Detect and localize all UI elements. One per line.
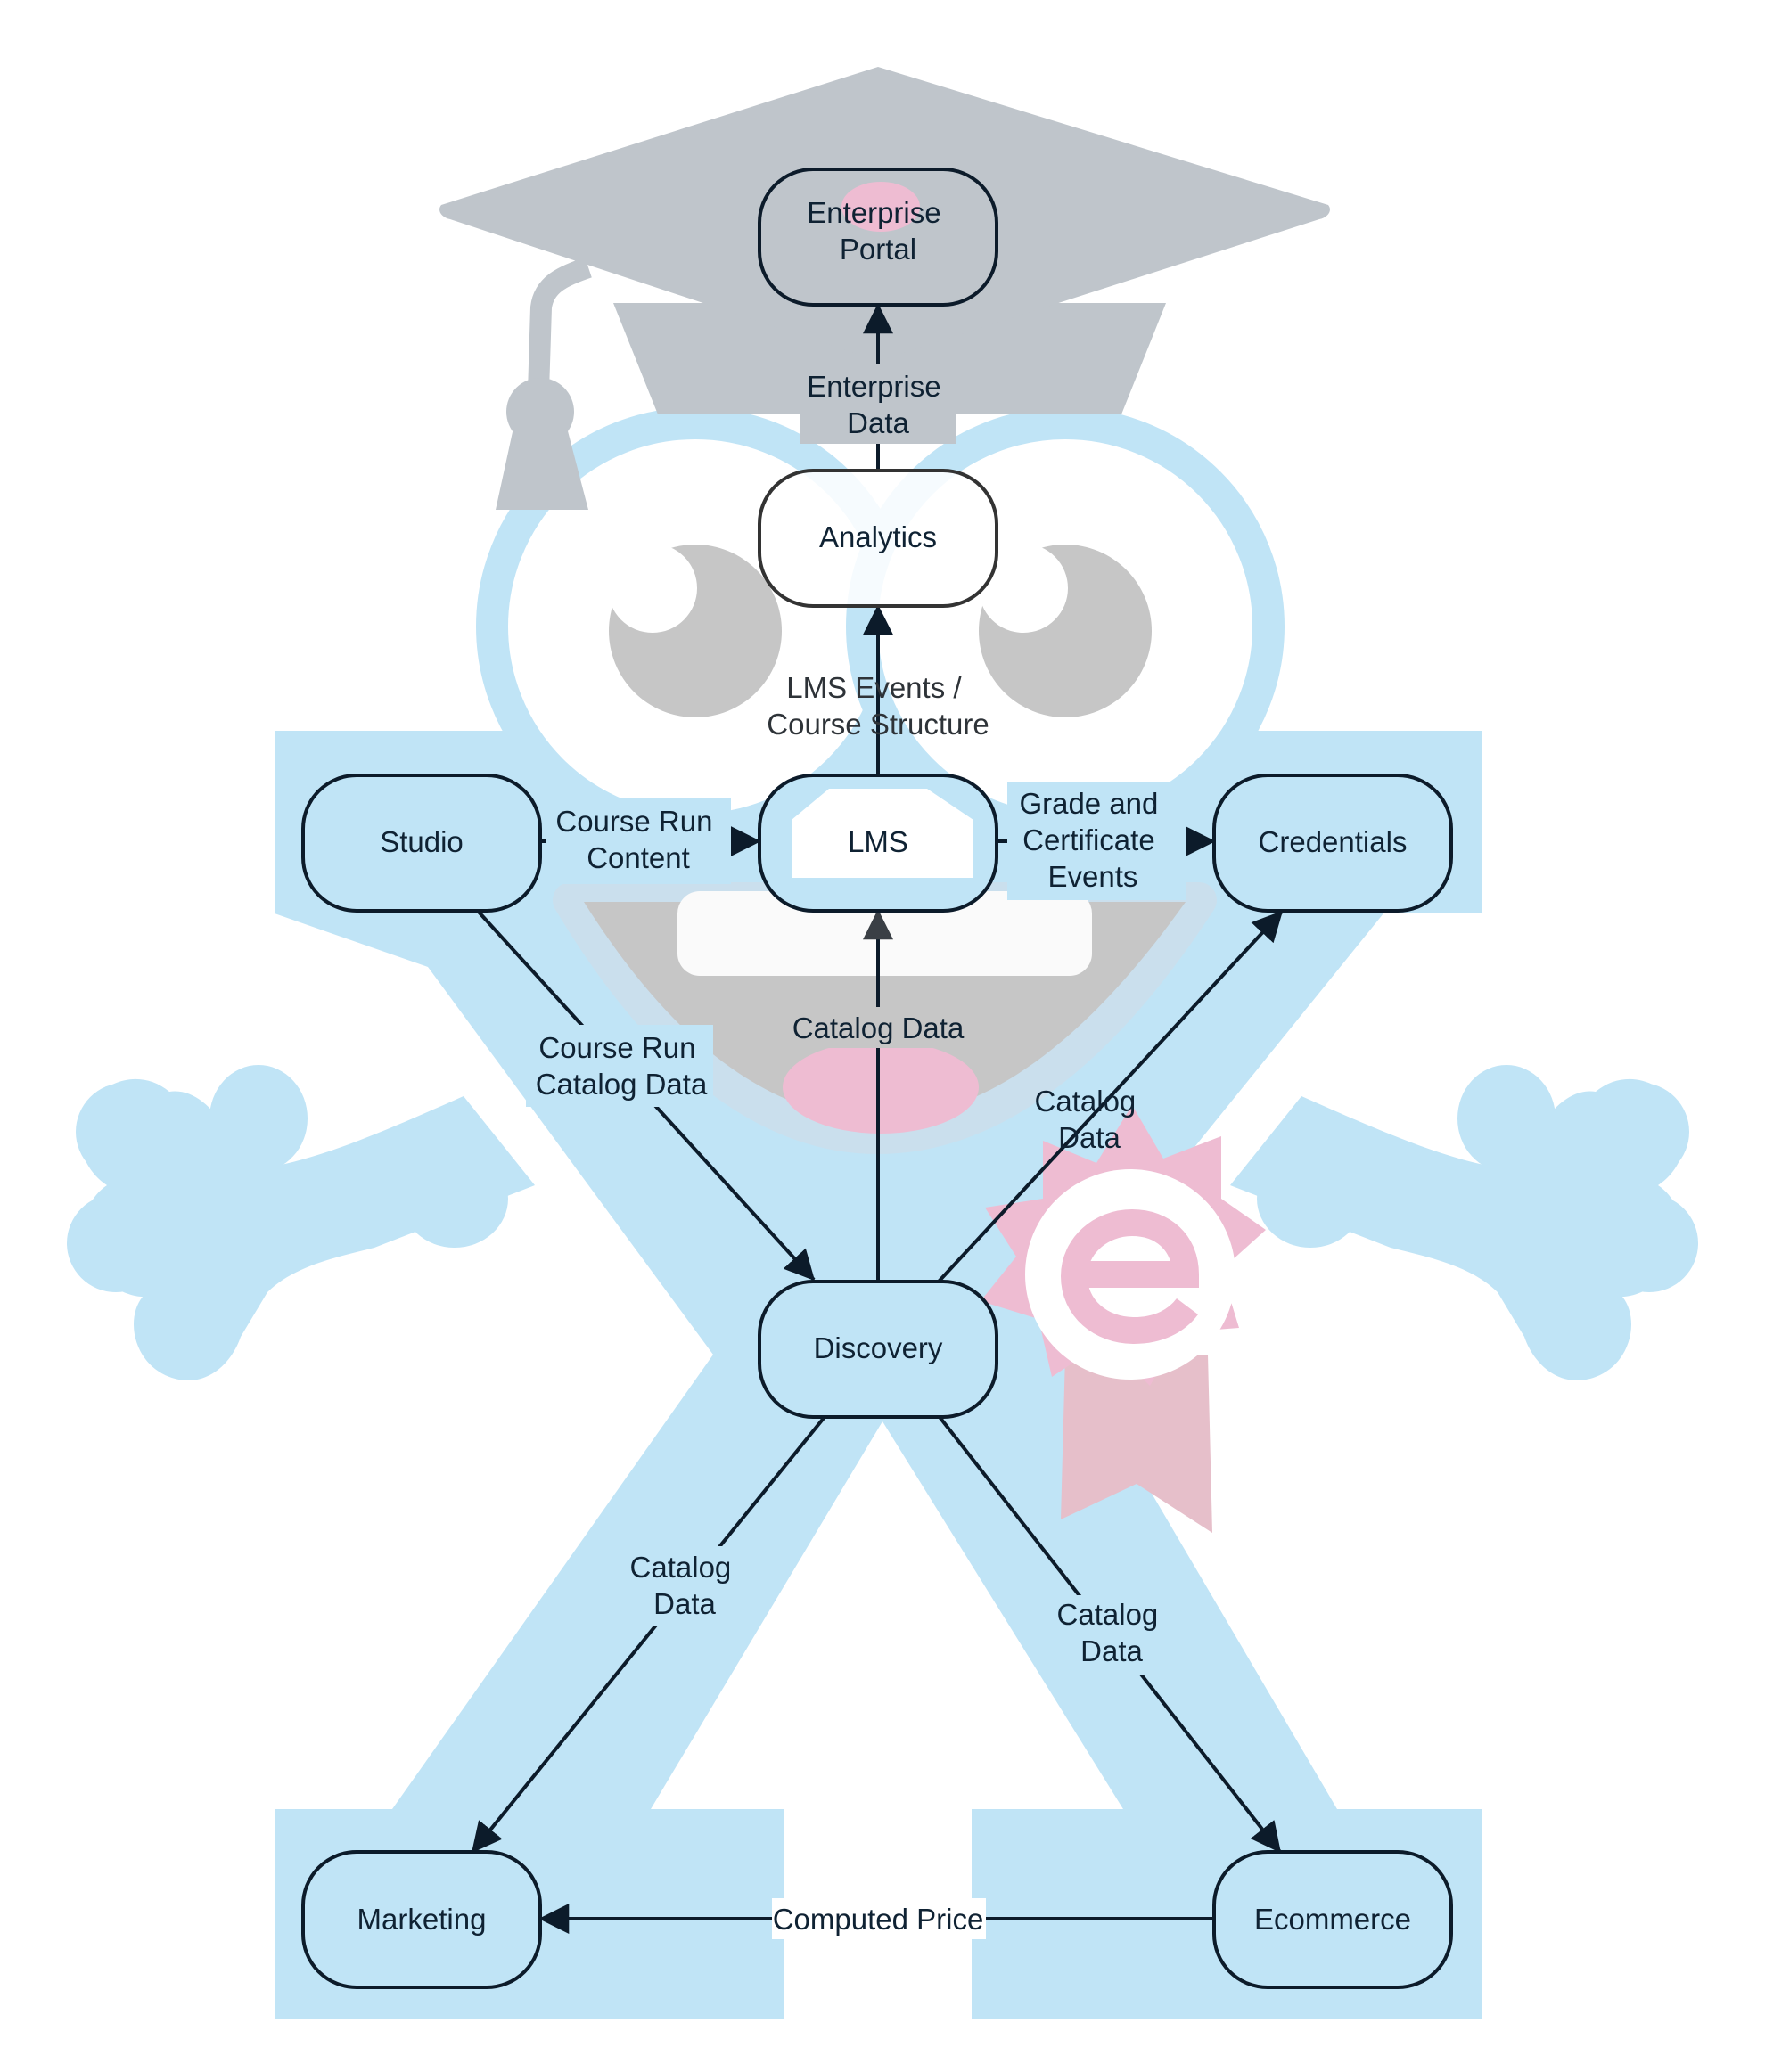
node-lms-label: LMS (848, 825, 908, 858)
edge-labels: Enterprise Data LMS Events / Course Stru… (526, 364, 1186, 1939)
nodes: Enterprise Portal Analytics Studio LMS C… (301, 168, 1453, 1989)
node-enterprise-portal-label: Enterprise Portal (807, 196, 949, 266)
edge-discovery-to-marketing (471, 1415, 826, 1854)
edge-label-enterprise-data: Enterprise Data (807, 370, 949, 439)
edge-label-lms-events: LMS Events / Course Structure (767, 671, 989, 741)
edge-label-catalog-data-ecommerce: Catalog Data (1057, 1598, 1167, 1667)
node-credentials-label: Credentials (1259, 825, 1408, 858)
edge-label-course-run-content: Course Run Content (555, 805, 720, 874)
edge-discovery-to-credentials (937, 910, 1284, 1283)
node-analytics-label: Analytics (819, 520, 937, 553)
node-enterprise-portal[interactable]: Enterprise Portal (758, 168, 998, 307)
node-studio-label: Studio (380, 825, 464, 858)
node-marketing-label: Marketing (357, 1903, 487, 1936)
node-discovery[interactable]: Discovery (758, 1280, 998, 1419)
node-ecommerce[interactable]: Ecommerce (1212, 1850, 1453, 1989)
node-marketing[interactable]: Marketing (301, 1850, 542, 1989)
edge-label-grade-certificate-events: Grade and Certificate Events (1019, 787, 1166, 893)
node-analytics[interactable]: Analytics (758, 469, 998, 608)
edge-label-course-run-catalog-data: Course Run Catalog Data (536, 1031, 708, 1101)
node-discovery-label: Discovery (814, 1331, 943, 1364)
node-credentials[interactable]: Credentials (1212, 774, 1453, 913)
edge-label-catalog-data-credentials: Catalog Data (1035, 1085, 1145, 1154)
graduation-cap-icon (439, 67, 1330, 510)
edge-label-catalog-data-marketing: Catalog Data (630, 1551, 740, 1620)
node-lms[interactable]: LMS (758, 774, 998, 913)
mascot-x-icon (67, 407, 1698, 2019)
badge-e-icon (981, 1105, 1266, 1533)
node-studio[interactable]: Studio (301, 774, 542, 913)
edge-label-catalog-data-lms: Catalog Data (792, 1011, 965, 1044)
edge-label-computed-price: Computed Price (773, 1903, 984, 1936)
node-ecommerce-label: Ecommerce (1254, 1903, 1411, 1936)
